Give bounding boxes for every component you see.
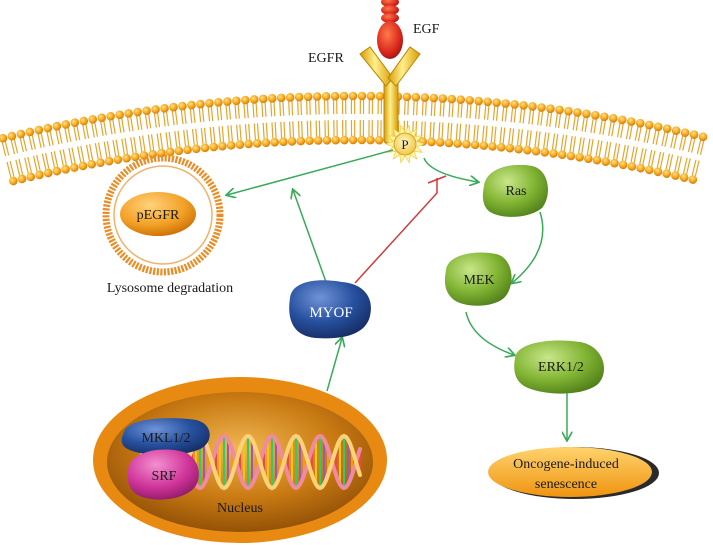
nucleus: [93, 377, 387, 543]
senescence-label-line2: senescence: [535, 477, 597, 492]
srf-node: [127, 449, 199, 500]
arrow-p-to-lysosome: [227, 149, 394, 195]
erk-node: [514, 340, 604, 394]
arrow-p-to-ras: [423, 157, 478, 182]
arrow-ras-to-mek: [512, 211, 544, 283]
mkl-node: [121, 418, 210, 456]
myof-label: MYOF: [309, 305, 352, 321]
mek-node: [444, 252, 512, 306]
mkl-label: MKL1/2: [142, 431, 191, 446]
cell-membrane: [0, 91, 708, 186]
ras-label: Ras: [506, 184, 527, 199]
egfr-label: EGFR: [308, 51, 344, 66]
myof-node: [289, 280, 371, 339]
ras-node: [482, 164, 548, 217]
arrow-myof-to-lysosome: [293, 190, 327, 283]
egf-label: EGF: [413, 22, 440, 37]
egfr-receptor: [359, 46, 421, 144]
erk-label: ERK1/2: [538, 360, 584, 375]
phosphate-label: P: [401, 137, 408, 152]
mek-label: MEK: [463, 273, 494, 288]
lysosome: [102, 154, 224, 276]
phosphate-marker: P: [384, 124, 426, 164]
senescence-node: [488, 447, 659, 499]
pegfr-blob: [120, 192, 196, 236]
lysosome-label: Lysosome degradation: [107, 281, 233, 296]
senescence-label-line1: Oncogene-induced: [513, 457, 619, 472]
pegfr-label: pEGFR: [137, 208, 180, 223]
inhibition-line: [354, 175, 447, 284]
nucleus-label: Nucleus: [217, 501, 263, 516]
srf-label: SRF: [152, 469, 177, 484]
arrow-mek-to-erk: [465, 311, 514, 355]
arrow-nucleus-to-myof: [326, 338, 342, 392]
egf-ligand: [377, 0, 403, 59]
activation-arrows: [227, 149, 567, 440]
